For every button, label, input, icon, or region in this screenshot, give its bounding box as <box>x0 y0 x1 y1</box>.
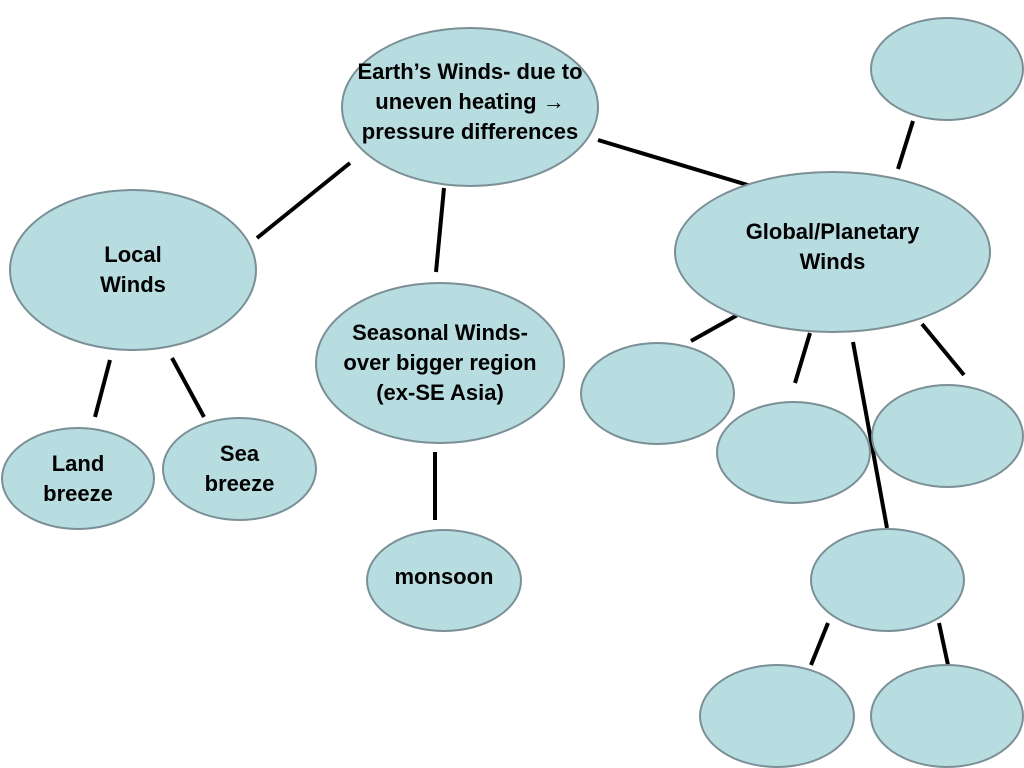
node-blank-d <box>810 528 965 632</box>
connector-main-local <box>255 161 352 240</box>
connector-global-blank-b <box>793 332 812 384</box>
node-blank-e <box>699 664 855 768</box>
node-blank-top-right <box>870 17 1024 121</box>
node-blank-b <box>716 401 871 504</box>
connector-main-seasonal <box>434 187 446 273</box>
node-label: Seasonal Winds- over bigger region (ex-S… <box>343 320 537 405</box>
node-blank-a <box>580 342 735 445</box>
connector-local-sea <box>170 357 206 418</box>
connector-blank-d-blank-e <box>809 622 830 666</box>
node-blank-c <box>871 384 1024 488</box>
node-sea-breeze: Sea breeze <box>162 417 317 521</box>
node-global-planetary-winds: Global/Planetary Winds <box>674 171 991 333</box>
connector-blank-d-blank-f <box>937 622 950 666</box>
node-land-breeze: Land breeze <box>1 427 155 530</box>
node-local-winds: Local Winds <box>9 189 257 351</box>
node-label: Earth’s Winds- due to uneven heating → p… <box>357 59 583 144</box>
node-monsoon: monsoon <box>366 529 522 632</box>
node-earths-winds: Earth’s Winds- due to uneven heating → p… <box>341 27 599 187</box>
node-seasonal-winds: Seasonal Winds- over bigger region (ex-S… <box>315 282 565 444</box>
node-label: monsoon <box>394 563 494 589</box>
node-label: Local Winds <box>100 242 166 297</box>
connector-global-top-right <box>896 120 915 170</box>
connector-local-land <box>93 359 112 418</box>
node-label: Global/Planetary Winds <box>745 219 920 274</box>
connector-global-blank-c <box>920 322 966 377</box>
connector-main-global <box>597 138 752 188</box>
node-label: Land breeze <box>43 450 113 506</box>
node-label: Sea breeze <box>204 441 275 496</box>
node-blank-f <box>870 664 1024 768</box>
connector-global-blank-d <box>851 341 889 529</box>
